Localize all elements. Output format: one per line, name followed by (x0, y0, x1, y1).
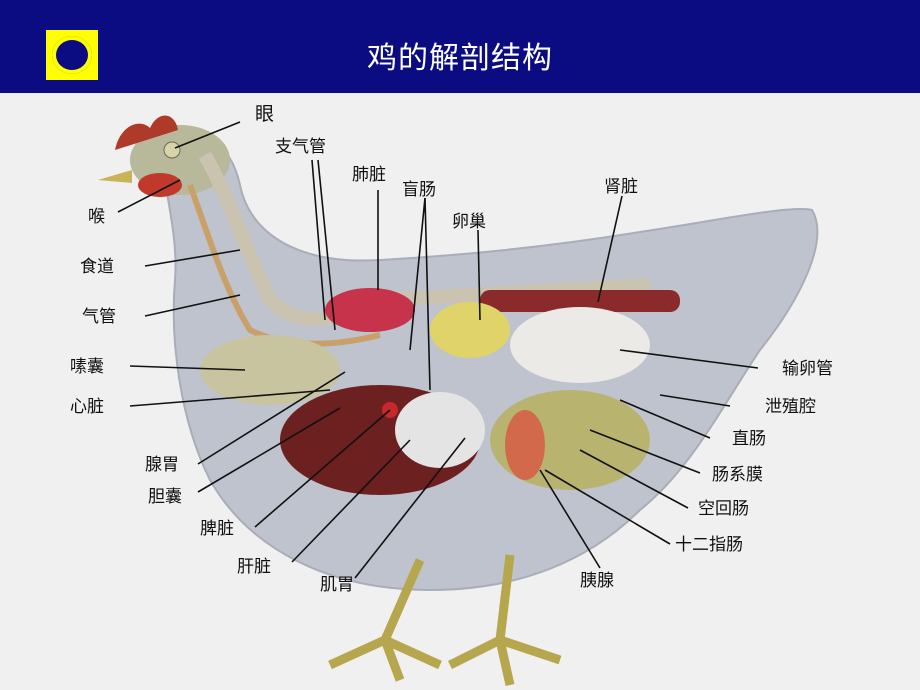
label-eye: 眼 (255, 103, 274, 125)
kidney-shape (480, 290, 680, 312)
gizzard-shape (395, 392, 485, 468)
label-ovary: 卵巢 (452, 212, 486, 232)
label-duodenum: 十二指肠 (675, 535, 743, 555)
label-gizzard: 肌胃 (320, 575, 354, 595)
label-oviduct: 输卵管 (782, 359, 833, 379)
label-larynx: 喉 (88, 207, 105, 227)
label-crop: 嗉囊 (70, 357, 104, 377)
label-rectum: 直肠 (732, 429, 766, 449)
ovary-shape (430, 302, 510, 358)
esophagus-shape (187, 183, 381, 347)
label-jejunum-ileum: 空回肠 (698, 499, 749, 519)
right-leg (447, 554, 562, 686)
label-esophagus: 食道 (80, 257, 114, 277)
label-mesentery: 肠系膜 (712, 465, 763, 485)
label-heart: 心脏 (70, 397, 104, 417)
duodenum-shape (505, 410, 545, 480)
label-pancreas: 胰腺 (580, 571, 614, 591)
beak (98, 170, 132, 183)
label-cloaca: 泄殖腔 (765, 397, 816, 417)
chicken-anatomy-diagram: 眼 支气管 肺脏 盲肠 卵巢 肾脏 喉 食道 气管 嗉囊 心脏 腺胃 胆囊 脾脏… (0, 93, 920, 690)
label-proventriculus: 腺胃 (145, 455, 179, 475)
label-kidney: 肾脏 (604, 177, 638, 197)
page-title: 鸡的解剖结构 (367, 41, 553, 76)
comb (115, 115, 178, 150)
circle-logo-icon (46, 30, 98, 80)
wattle (138, 173, 182, 197)
label-liver: 肝脏 (237, 557, 271, 577)
crop-shape (200, 335, 340, 405)
leader-lines (117, 121, 759, 579)
label-lung: 肺脏 (352, 165, 386, 185)
oviduct-shape (510, 307, 650, 383)
title-bar: 鸡的解剖结构 (0, 0, 920, 93)
label-cecum: 盲肠 (402, 180, 436, 200)
label-bronchus: 支气管 (275, 137, 326, 157)
lung-shape (325, 288, 415, 332)
label-gallbladder: 胆囊 (148, 487, 182, 507)
label-trachea: 气管 (82, 307, 116, 327)
left-leg (328, 558, 442, 682)
eye-shape (163, 141, 181, 159)
label-spleen: 脾脏 (200, 519, 234, 539)
